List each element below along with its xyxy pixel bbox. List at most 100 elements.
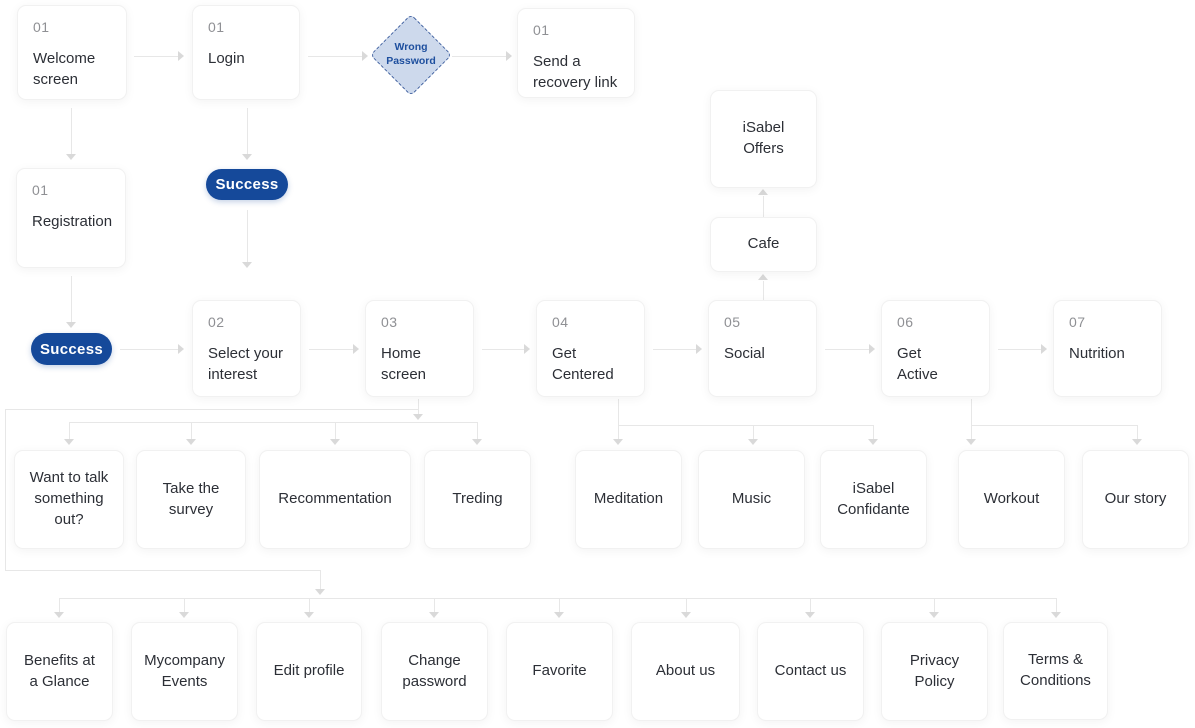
connector-line bbox=[5, 409, 418, 410]
connector-line bbox=[825, 349, 869, 350]
node-label: Change password bbox=[402, 651, 467, 690]
connector-line bbox=[71, 276, 72, 322]
connector-line bbox=[191, 422, 192, 439]
badge-success-login[interactable]: Success bbox=[206, 169, 288, 200]
connector-line bbox=[618, 399, 619, 439]
arrowhead-down-icon bbox=[242, 154, 252, 160]
node-terms-conditions[interactable]: Terms & Conditions bbox=[1003, 622, 1108, 720]
node-change-password[interactable]: Change password bbox=[381, 622, 488, 721]
arrowhead-right-icon bbox=[869, 344, 875, 354]
node-number: 01 bbox=[33, 19, 50, 35]
node-benefits-at-a-glance[interactable]: Benefits at a Glance bbox=[6, 622, 113, 721]
connector-line bbox=[1137, 425, 1138, 439]
node-get-active[interactable]: 06 Get Active bbox=[881, 300, 990, 397]
node-label: Mycompany Events bbox=[144, 651, 225, 690]
node-music[interactable]: Music bbox=[698, 450, 805, 549]
node-label: About us bbox=[655, 662, 716, 680]
decision-wrong-password[interactable]: Wrong Password bbox=[369, 13, 453, 97]
node-login[interactable]: 01 Login bbox=[192, 5, 300, 100]
node-number: 01 bbox=[208, 19, 225, 35]
connector-line bbox=[308, 56, 362, 57]
node-label: Recommentation bbox=[278, 490, 392, 508]
arrowhead-down-icon bbox=[1051, 612, 1061, 618]
node-number: 03 bbox=[381, 314, 398, 330]
connector-line bbox=[753, 425, 754, 439]
node-edit-profile[interactable]: Edit profile bbox=[256, 622, 362, 721]
node-privacy-policy[interactable]: Privacy Policy bbox=[881, 622, 988, 721]
node-recommentation[interactable]: Recommentation bbox=[259, 450, 411, 549]
node-home-screen[interactable]: 03 Home screen bbox=[365, 300, 474, 397]
node-favorite[interactable]: Favorite bbox=[506, 622, 613, 721]
node-welcome-screen[interactable]: 01 Welcome screen bbox=[17, 5, 127, 100]
badge-label: Success bbox=[215, 176, 279, 193]
node-take-the-survey[interactable]: Take the survey bbox=[136, 450, 246, 549]
node-want-to-talk[interactable]: Want to talk something out? bbox=[14, 450, 124, 549]
arrowhead-right-icon bbox=[1041, 344, 1047, 354]
badge-success-registration[interactable]: Success bbox=[31, 333, 112, 365]
node-isabel-confidante[interactable]: iSabel Confidante bbox=[820, 450, 927, 549]
arrowhead-right-icon bbox=[696, 344, 702, 354]
node-label: Send a recovery link bbox=[533, 53, 618, 91]
connector-line bbox=[69, 422, 477, 423]
node-treding[interactable]: Treding bbox=[424, 450, 531, 549]
node-label: Favorite bbox=[532, 662, 587, 680]
arrowhead-down-icon bbox=[64, 439, 74, 445]
arrowhead-down-icon bbox=[1132, 439, 1142, 445]
node-send-recovery-link[interactable]: 01 Send a recovery link bbox=[517, 8, 635, 98]
connector-line bbox=[763, 281, 764, 300]
connector-line bbox=[971, 399, 972, 439]
connector-line bbox=[59, 598, 60, 612]
node-label: Workout bbox=[983, 490, 1040, 508]
connector-line bbox=[559, 598, 560, 612]
node-our-story[interactable]: Our story bbox=[1082, 450, 1189, 549]
arrowhead-down-icon bbox=[54, 612, 64, 618]
connector-line bbox=[1056, 598, 1057, 612]
node-contact-us[interactable]: Contact us bbox=[757, 622, 864, 721]
connector-line bbox=[5, 570, 320, 571]
node-label: Registration bbox=[32, 213, 113, 230]
arrowhead-down-icon bbox=[186, 439, 196, 445]
node-label: Contact us bbox=[774, 662, 847, 680]
node-select-your-interest[interactable]: 02 Select your interest bbox=[192, 300, 301, 397]
arrowhead-up-icon bbox=[758, 189, 768, 195]
connector-line bbox=[434, 598, 435, 612]
connector-line bbox=[247, 210, 248, 262]
connector-line bbox=[763, 196, 764, 217]
connector-line bbox=[59, 598, 1056, 599]
connector-line bbox=[309, 349, 353, 350]
arrowhead-down-icon bbox=[554, 612, 564, 618]
connector-line bbox=[335, 422, 336, 439]
arrowhead-down-icon bbox=[304, 612, 314, 618]
node-registration[interactable]: 01 Registration bbox=[16, 168, 126, 268]
node-label: Terms & Conditions bbox=[1020, 651, 1091, 689]
node-label: Privacy Policy bbox=[909, 651, 960, 690]
node-social[interactable]: 05 Social bbox=[708, 300, 817, 397]
node-label: Welcome screen bbox=[33, 50, 96, 88]
node-number: 04 bbox=[552, 314, 569, 330]
connector-line bbox=[810, 598, 811, 612]
connector-line bbox=[618, 425, 873, 426]
connector-line bbox=[482, 349, 524, 350]
node-cafe[interactable]: Cafe bbox=[710, 217, 817, 272]
node-number: 02 bbox=[208, 314, 225, 330]
arrowhead-down-icon bbox=[868, 439, 878, 445]
decision-label: Wrong Password bbox=[371, 15, 451, 95]
node-number: 06 bbox=[897, 314, 914, 330]
node-isabel-offers[interactable]: iSabel Offers bbox=[710, 90, 817, 188]
node-meditation[interactable]: Meditation bbox=[575, 450, 682, 549]
node-workout[interactable]: Workout bbox=[958, 450, 1065, 549]
node-mycompany-events[interactable]: Mycompany Events bbox=[131, 622, 238, 721]
connector-line bbox=[5, 409, 6, 570]
arrowhead-down-icon bbox=[179, 612, 189, 618]
connector-line bbox=[452, 56, 506, 57]
connector-line bbox=[309, 598, 310, 612]
node-about-us[interactable]: About us bbox=[631, 622, 740, 721]
arrowhead-right-icon bbox=[506, 51, 512, 61]
connector-line bbox=[184, 598, 185, 612]
decision-line2: Password bbox=[386, 55, 436, 67]
node-nutrition[interactable]: 07 Nutrition bbox=[1053, 300, 1162, 397]
node-get-centered[interactable]: 04 Get Centered bbox=[536, 300, 645, 397]
arrowhead-down-icon bbox=[681, 612, 691, 618]
arrowhead-right-icon bbox=[178, 344, 184, 354]
